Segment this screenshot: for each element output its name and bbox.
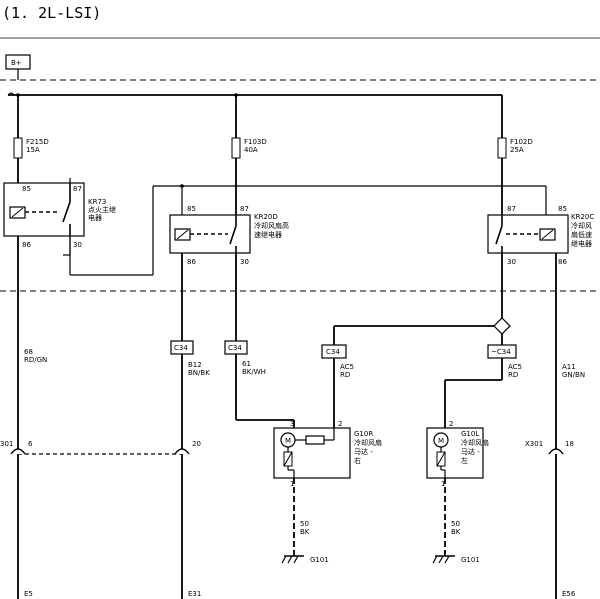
- svg-text:50: 50: [300, 520, 309, 528]
- svg-text:25A: 25A: [510, 146, 524, 154]
- svg-text:KR20C: KR20C: [571, 213, 594, 221]
- svg-text:速继电器: 速继电器: [254, 230, 282, 239]
- svg-text:87: 87: [240, 205, 249, 213]
- svg-text:M: M: [438, 437, 444, 445]
- svg-text:30: 30: [73, 241, 82, 249]
- svg-text:86: 86: [558, 258, 567, 266]
- relay-kr20d: [169, 214, 251, 254]
- svg-text:85: 85: [22, 185, 31, 193]
- fuse-f215d: [13, 137, 23, 159]
- svg-text:E56: E56: [562, 590, 576, 598]
- motor-g10r-resistor: [305, 435, 325, 445]
- svg-text:68: 68: [24, 348, 33, 356]
- svg-text:1: 1: [290, 480, 294, 488]
- svg-text:3: 3: [290, 420, 294, 428]
- svg-text:50: 50: [451, 520, 460, 528]
- svg-text:E31: E31: [188, 590, 201, 598]
- svg-text:C34: C34: [326, 348, 340, 356]
- svg-text:M: M: [285, 437, 291, 445]
- svg-text:85: 85: [187, 205, 196, 213]
- svg-text:B12: B12: [188, 361, 202, 369]
- svg-text:AC5: AC5: [340, 363, 354, 371]
- svg-text:冷却风扇: 冷却风扇: [354, 438, 382, 447]
- connector-c34-d: [487, 344, 517, 359]
- svg-text:C34: C34: [174, 344, 188, 352]
- svg-text:继电器: 继电器: [571, 239, 592, 248]
- svg-text:G10R: G10R: [354, 430, 373, 438]
- svg-text:6: 6: [28, 440, 33, 448]
- page-title: (1. 2L-LSI): [2, 4, 102, 22]
- svg-text:1: 1: [441, 480, 445, 488]
- motor-g10l: [426, 427, 484, 479]
- svg-text:AC5: AC5: [508, 363, 522, 371]
- svg-text:20: 20: [192, 440, 201, 448]
- fuse-f102d: [497, 137, 507, 159]
- svg-text:马达 -: 马达 -: [461, 447, 480, 456]
- svg-text:BN/BK: BN/BK: [188, 369, 210, 377]
- relay-kr73: [3, 182, 85, 237]
- svg-text:87: 87: [73, 185, 82, 193]
- svg-text:RD: RD: [508, 371, 518, 379]
- svg-text:G10L: G10L: [461, 430, 479, 438]
- svg-text:86: 86: [22, 241, 31, 249]
- svg-text:86: 86: [187, 258, 196, 266]
- svg-text:X301: X301: [525, 440, 543, 448]
- svg-text:电器: 电器: [88, 213, 102, 222]
- svg-text:扇低速: 扇低速: [571, 230, 592, 239]
- svg-text:G101: G101: [461, 556, 480, 564]
- connector-x301-pin18: [548, 448, 564, 455]
- svg-text:15A: 15A: [26, 146, 40, 154]
- svg-text:KR20D: KR20D: [254, 213, 278, 221]
- connector-c34-b: [224, 340, 248, 355]
- svg-text:冷却风扇高: 冷却风扇高: [254, 221, 289, 230]
- svg-text:RD/GN: RD/GN: [24, 356, 47, 364]
- svg-text:RD: RD: [340, 371, 350, 379]
- connector-c34-c: [321, 344, 347, 359]
- svg-text:40A: 40A: [244, 146, 258, 154]
- svg-text:~C34: ~C34: [491, 348, 511, 356]
- svg-text:87: 87: [507, 205, 516, 213]
- battery-label: B+: [11, 59, 22, 67]
- fuse-f103d: [231, 137, 241, 159]
- svg-text:BK/WH: BK/WH: [242, 368, 266, 376]
- svg-text:右: 右: [354, 456, 361, 465]
- connector-x301-pin6: [10, 448, 26, 455]
- connector-x301-pin20: [174, 448, 190, 455]
- svg-text:F215D: F215D: [26, 138, 49, 146]
- svg-text:85: 85: [558, 205, 567, 213]
- svg-text:E5: E5: [24, 590, 33, 598]
- svg-text:C34: C34: [228, 344, 242, 352]
- svg-text:F102D: F102D: [510, 138, 533, 146]
- svg-text:A11: A11: [562, 363, 576, 371]
- svg-text:马达 -: 马达 -: [354, 447, 373, 456]
- svg-text:GN/BN: GN/BN: [562, 371, 585, 379]
- svg-text:61: 61: [242, 360, 251, 368]
- svg-text:G101: G101: [310, 556, 329, 564]
- svg-text:30: 30: [240, 258, 249, 266]
- svg-text:KR73: KR73: [88, 198, 106, 206]
- motor-g10r: [273, 427, 351, 479]
- svg-text:30: 30: [507, 258, 516, 266]
- ground-symbol-g101-right: [281, 555, 304, 564]
- svg-text:301: 301: [0, 440, 13, 448]
- svg-text:2: 2: [338, 420, 342, 428]
- svg-text:BK: BK: [451, 528, 461, 536]
- svg-text:2: 2: [449, 420, 453, 428]
- ground-symbol-g101-left: [432, 555, 455, 564]
- splice-diamond: [493, 317, 511, 335]
- svg-text:F103D: F103D: [244, 138, 267, 146]
- svg-text:点火主继: 点火主继: [88, 205, 116, 214]
- svg-text:BK: BK: [300, 528, 310, 536]
- svg-text:18: 18: [565, 440, 574, 448]
- relay-kr20c: [487, 214, 569, 254]
- svg-text:左: 左: [461, 456, 468, 465]
- svg-text:冷却风扇: 冷却风扇: [461, 438, 489, 447]
- connector-c34-a: [170, 340, 194, 355]
- svg-text:冷却风: 冷却风: [571, 221, 592, 230]
